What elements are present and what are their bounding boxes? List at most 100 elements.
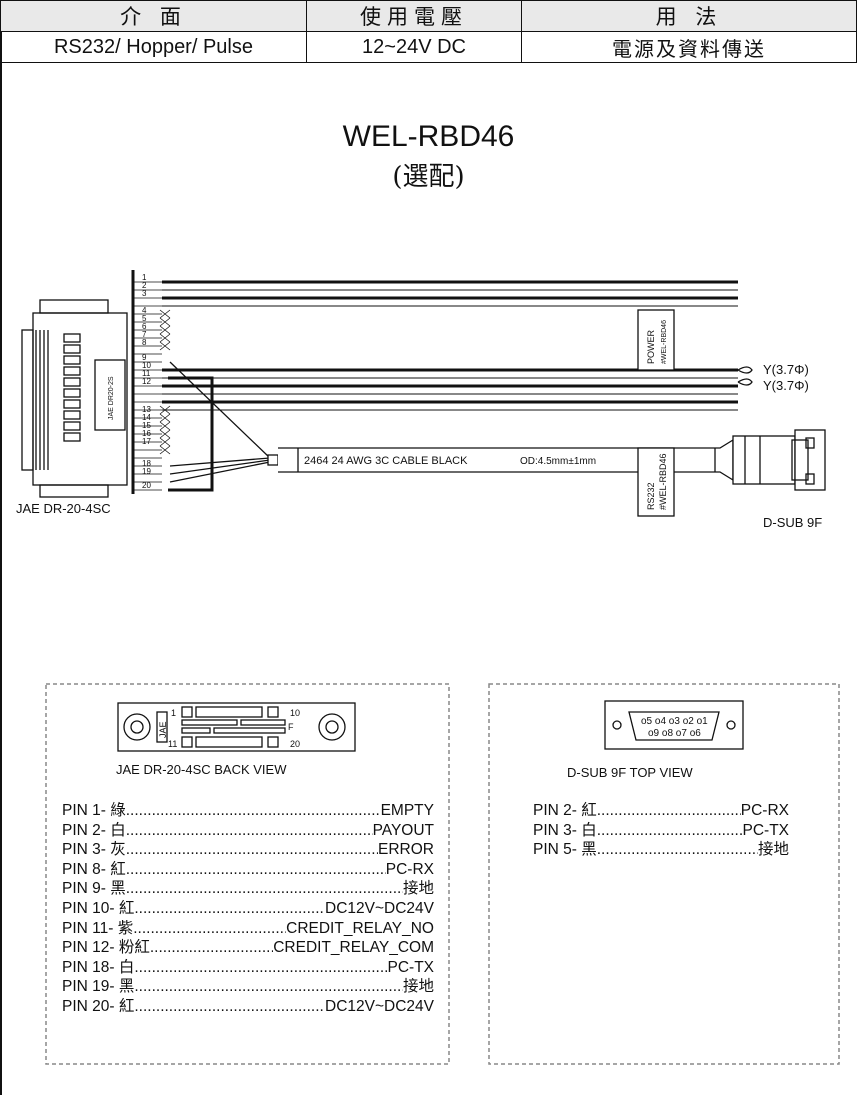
pin-row: PIN 3- 白PC-TX: [533, 821, 789, 841]
pin-row: PIN 2- 白 PAYOUT: [62, 821, 434, 841]
pin-name: PIN 12- 粉紅: [62, 939, 150, 957]
pin-number: 4: [142, 306, 147, 315]
pin-number: 13: [142, 405, 151, 414]
pin-function: EMPTY: [380, 802, 434, 819]
top-view-caption: D-SUB 9F TOP VIEW: [567, 765, 693, 780]
spec-table-row: RS232/ Hopper/ Pulse 12~24V DC 電源及資料傳送: [0, 31, 857, 63]
jae-mark-11: 11: [168, 739, 177, 749]
pin-number: 7: [142, 330, 147, 339]
jae-slots: [63, 333, 81, 442]
back-view-box: [45, 683, 450, 1065]
pin-function: 接地: [402, 880, 434, 898]
power-tag: [637, 309, 675, 371]
dsub-pins-row2: o9 o8 o7 o6: [648, 728, 701, 739]
jae-pin-list: PIN 1- 綠 EMPTY PIN 2- 白 PAYOUT PIN 3- 灰 ERR…: [62, 801, 434, 1017]
pin-row: PIN 2- 紅 PC-RX: [533, 801, 789, 821]
pin-number: 10: [142, 361, 151, 370]
pin-row: PIN 11- 紫 CREDIT_RELAY_NO: [62, 919, 434, 939]
dsub-label: D-SUB 9F: [763, 515, 822, 530]
pin-name: PIN 11- 紫: [62, 919, 134, 937]
pin-function: PC-TX: [387, 958, 435, 976]
pin-function: PC-RX: [385, 860, 434, 878]
jae-mark-f: F: [288, 722, 294, 732]
power-tag-sub: #WEL-RBD46: [661, 320, 668, 364]
pin-name: PIN 2- 紅: [533, 802, 597, 819]
pin-name: PIN 10- 紅: [62, 899, 135, 917]
pin-row: PIN 8- 紅 PC-RX: [62, 860, 434, 880]
unused-pin-marks: [159, 309, 171, 455]
pin-name: PIN 2- 白: [62, 821, 126, 839]
model-subtitle: (選配): [392, 162, 465, 192]
top-view-box: [488, 683, 840, 1065]
spec-table-header: 介 面 使用電壓 用 法: [0, 0, 857, 32]
header-usage: 用 法: [521, 0, 857, 32]
pin-number: 11: [142, 369, 151, 378]
pin-function: CREDIT_RELAY_NO: [286, 919, 434, 937]
power-tag-text: POWER: [646, 329, 656, 364]
pin-name: PIN 1- 綠: [62, 802, 126, 819]
pin-row: PIN 5- 黑 接地: [533, 840, 789, 860]
pin-name: PIN 9- 黑: [62, 880, 126, 898]
rs232-tag: [637, 447, 675, 517]
cell-usage: 電源及資料傳送: [521, 31, 857, 63]
rs232-tag-sub: #WEL-RBD46: [658, 453, 668, 510]
pin-function: PAYOUT: [372, 821, 434, 839]
pin-number-labels: 1 2 3 4 5 6 7 8 9 10 11 12 13 14 15 16 1…: [142, 273, 151, 490]
y-label-2: Y(3.7Φ): [763, 378, 809, 393]
pin-number: 12: [142, 377, 151, 386]
header-interface: 介 面: [0, 0, 307, 32]
pin-number: 16: [142, 429, 151, 438]
pin-function: PC-RX: [740, 802, 789, 819]
pin-row: PIN 9- 黑 接地: [62, 879, 434, 899]
jae-label: JAE DR-20-4SC: [16, 501, 111, 516]
pin-number: 18: [142, 459, 151, 468]
pin-number: 19: [142, 467, 151, 476]
pin-function: CREDIT_RELAY_COM: [273, 939, 434, 957]
pin-row: PIN 1- 綠 EMPTY: [62, 801, 434, 821]
pin-name: PIN 18- 白: [62, 958, 135, 976]
pin-row: PIN 3- 灰 ERROR: [62, 840, 434, 860]
pin-function: ERROR: [378, 841, 434, 859]
jae-mark-20: 20: [290, 739, 300, 749]
jae-body-text: JAE DR20-2S: [108, 376, 115, 420]
pin-function: PC-TX: [742, 821, 790, 839]
pin-function: 接地: [757, 841, 789, 859]
pin-number: 1: [142, 273, 147, 282]
dsub-pin-list: PIN 2- 紅 PC-RX PIN 3- 白PC-TX PIN 5- 黑 接地: [533, 801, 789, 860]
pin-number: 17: [142, 437, 151, 446]
pin-ticks: [133, 281, 162, 491]
cable-label: 2464 24 AWG 3C CABLE BLACK: [304, 455, 468, 467]
pin-row: PIN 18- 白 PC-TX: [62, 958, 434, 978]
pin-number: 5: [142, 314, 147, 323]
dsub-pins-row1: o5 o4 o3 o2 o1: [641, 716, 708, 727]
dsub-top-view-drawing: [604, 700, 744, 750]
pin-number: 6: [142, 322, 147, 331]
pin-name: PIN 19- 黑: [62, 978, 135, 996]
jae-back-view-drawing: [117, 702, 356, 752]
pin-row: PIN 10- 紅 DC12V~DC24V: [62, 899, 434, 919]
pin-row: PIN 12- 粉紅 CREDIT_RELAY_COM: [62, 938, 434, 958]
back-view-caption: JAE DR-20-4SC BACK VIEW: [116, 762, 287, 777]
pin-number: 9: [142, 353, 147, 362]
pin-number: 8: [142, 338, 147, 347]
pin-name: PIN 3- 灰: [62, 841, 126, 859]
jae-connector-body: [21, 299, 128, 498]
pin-name: PIN 20- 紅: [62, 997, 135, 1015]
pin-name: PIN 5- 黑: [533, 841, 597, 859]
pin-row: PIN 20- 紅DC12V~DC24V: [62, 997, 434, 1017]
jae-side-text: JAE: [158, 721, 168, 738]
pin-function: DC12V~DC24V: [325, 899, 434, 917]
model-title: WEL-RBD46: [342, 120, 515, 153]
y-terminals: [737, 366, 753, 386]
y-label-1: Y(3.7Φ): [763, 362, 809, 377]
pin-number: 15: [142, 421, 151, 430]
rs232-tag-text: RS232: [646, 482, 656, 510]
cable-od: OD:4.5mm±1mm: [520, 456, 596, 467]
spec-table: 介 面 使用電壓 用 法 RS232/ Hopper/ Pulse 12~24V…: [0, 0, 857, 63]
jae-mark-10: 10: [290, 708, 300, 718]
page-frame-left: [0, 0, 2, 1095]
pin-name: PIN 8- 紅: [62, 860, 126, 878]
pin-function: 接地: [402, 978, 434, 996]
pin-number: 20: [142, 481, 151, 490]
